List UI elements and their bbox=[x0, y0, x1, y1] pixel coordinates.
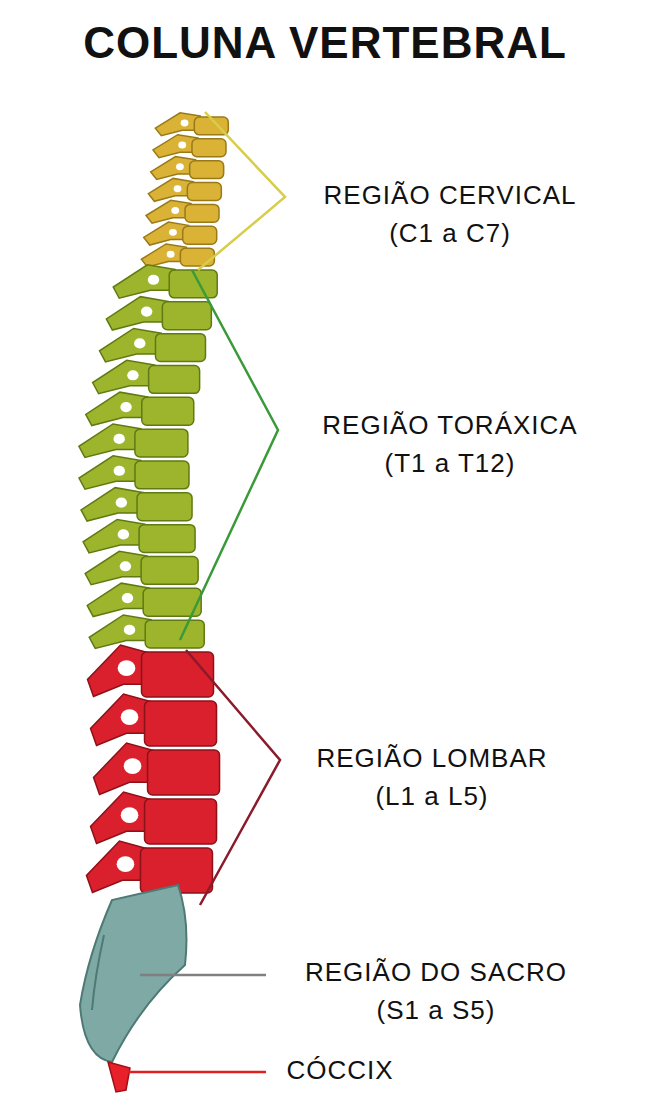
thoracic-vertebra-process bbox=[83, 519, 145, 552]
lumbar-vertebra-foramen bbox=[117, 856, 135, 872]
lumbar-vertebra-foramen bbox=[118, 660, 136, 676]
sacrum-detail bbox=[92, 935, 104, 1010]
cervical-vertebra-foramen bbox=[178, 141, 186, 148]
thoracic-vertebra-body bbox=[155, 334, 205, 362]
lumbar-vertebra-body bbox=[148, 750, 220, 795]
sacrum bbox=[80, 885, 186, 1062]
cervical-vertebra-foramen bbox=[176, 163, 184, 170]
thoracic-vertebra-body bbox=[149, 366, 200, 394]
cervical-vertebra-body bbox=[187, 183, 221, 201]
thoracic-vertebra-process bbox=[87, 583, 149, 616]
thoracic-vertebra-foramen bbox=[113, 434, 124, 444]
thoracic-vertebra-foramen bbox=[114, 466, 125, 476]
region-name: CÓCCIX bbox=[286, 1055, 393, 1086]
cervical-vertebra-foramen bbox=[169, 229, 177, 236]
lumbar-vertebra-process bbox=[91, 694, 151, 745]
cervical-vertebra-foramen bbox=[174, 185, 182, 192]
thoracic-vertebra-process bbox=[113, 265, 175, 298]
thoracic-vertebra-process bbox=[85, 551, 147, 584]
lumbar-vertebra-foramen bbox=[124, 758, 142, 774]
cervical-vertebra-body bbox=[185, 204, 219, 222]
region-name: REGIÃO CERVICAL bbox=[324, 180, 577, 211]
lumbar-vertebra-process bbox=[91, 792, 151, 843]
thoracic-vertebra-process bbox=[99, 328, 161, 361]
cervical-vertebra-foramen bbox=[167, 251, 175, 258]
lumbar-vertebra-body bbox=[145, 799, 217, 844]
thoracic-vertebra-foramen bbox=[134, 338, 145, 348]
thoracic-vertebra-process bbox=[79, 456, 141, 489]
cervical-vertebra-foramen bbox=[171, 207, 179, 214]
region-name: REGIÃO TORÁXICA bbox=[322, 410, 577, 441]
thoracic-vertebra-body bbox=[145, 620, 204, 648]
vertebra-range: (T1 a T12) bbox=[385, 448, 516, 479]
cervical-vertebra-body bbox=[183, 226, 217, 244]
thoracic-vertebra-foramen bbox=[141, 307, 152, 317]
thoracic-vertebra-process bbox=[81, 488, 143, 521]
thoracic-vertebra-foramen bbox=[120, 402, 131, 412]
cervical-vertebra-body bbox=[192, 139, 226, 157]
cervical-vertebra-body bbox=[190, 161, 224, 179]
thoracic-vertebra-process bbox=[93, 360, 155, 393]
thoracic-vertebra-foramen bbox=[118, 529, 129, 539]
thoracic-vertebra-foramen bbox=[148, 275, 159, 285]
thoracic-vertebra-process bbox=[79, 424, 141, 457]
thoracic-vertebra-foramen bbox=[116, 498, 127, 508]
lumbar-bracket bbox=[186, 650, 280, 905]
cervical-vertebra-body bbox=[180, 248, 214, 266]
coccyx-leader bbox=[128, 1071, 266, 1074]
cervical-bracket bbox=[198, 112, 285, 270]
thoracic-bracket bbox=[180, 270, 278, 640]
thoracic-vertebra-process bbox=[86, 392, 148, 425]
sacrum-leader bbox=[140, 974, 266, 977]
lumbar-vertebra-process bbox=[94, 743, 154, 794]
cervical-vertebra-foramen bbox=[181, 120, 189, 127]
thoracic-vertebra-body bbox=[137, 493, 192, 521]
thoracic-vertebra-body bbox=[142, 397, 194, 425]
thoracic-vertebra-body bbox=[135, 461, 189, 489]
thoracic-vertebra-body bbox=[135, 429, 188, 457]
region-name: REGIÃO LOMBAR bbox=[316, 743, 547, 774]
coccyx bbox=[108, 1062, 130, 1092]
region-name: REGIÃO DO SACRO bbox=[305, 957, 567, 988]
lumbar-vertebra-foramen bbox=[121, 709, 139, 725]
vertebra-range: (C1 a C7) bbox=[389, 218, 511, 249]
thoracic-vertebra-foramen bbox=[122, 593, 133, 603]
thoracic-vertebra-body bbox=[139, 525, 195, 553]
vertebra-range: (S1 a S5) bbox=[377, 995, 496, 1026]
thoracic-vertebra-foramen bbox=[124, 625, 135, 635]
lumbar-vertebra-body bbox=[145, 701, 217, 746]
lumbar-vertebra-process bbox=[88, 645, 148, 696]
thoracic-vertebra-process bbox=[106, 297, 168, 330]
thoracic-vertebra-body bbox=[162, 302, 211, 330]
thoracic-vertebra-process bbox=[89, 615, 151, 648]
lumbar-vertebra-process bbox=[86, 841, 146, 892]
diagram-title: COLUNA VERTEBRAL bbox=[83, 18, 567, 68]
thoracic-vertebra-foramen bbox=[120, 561, 131, 571]
thoracic-vertebra-body bbox=[141, 557, 198, 585]
lumbar-vertebra-foramen bbox=[121, 807, 139, 823]
lumbar-vertebra-body bbox=[142, 652, 214, 697]
vertebrae-group bbox=[79, 113, 228, 893]
thoracic-vertebra-foramen bbox=[127, 370, 138, 380]
vertebra-range: (L1 a L5) bbox=[375, 781, 488, 812]
